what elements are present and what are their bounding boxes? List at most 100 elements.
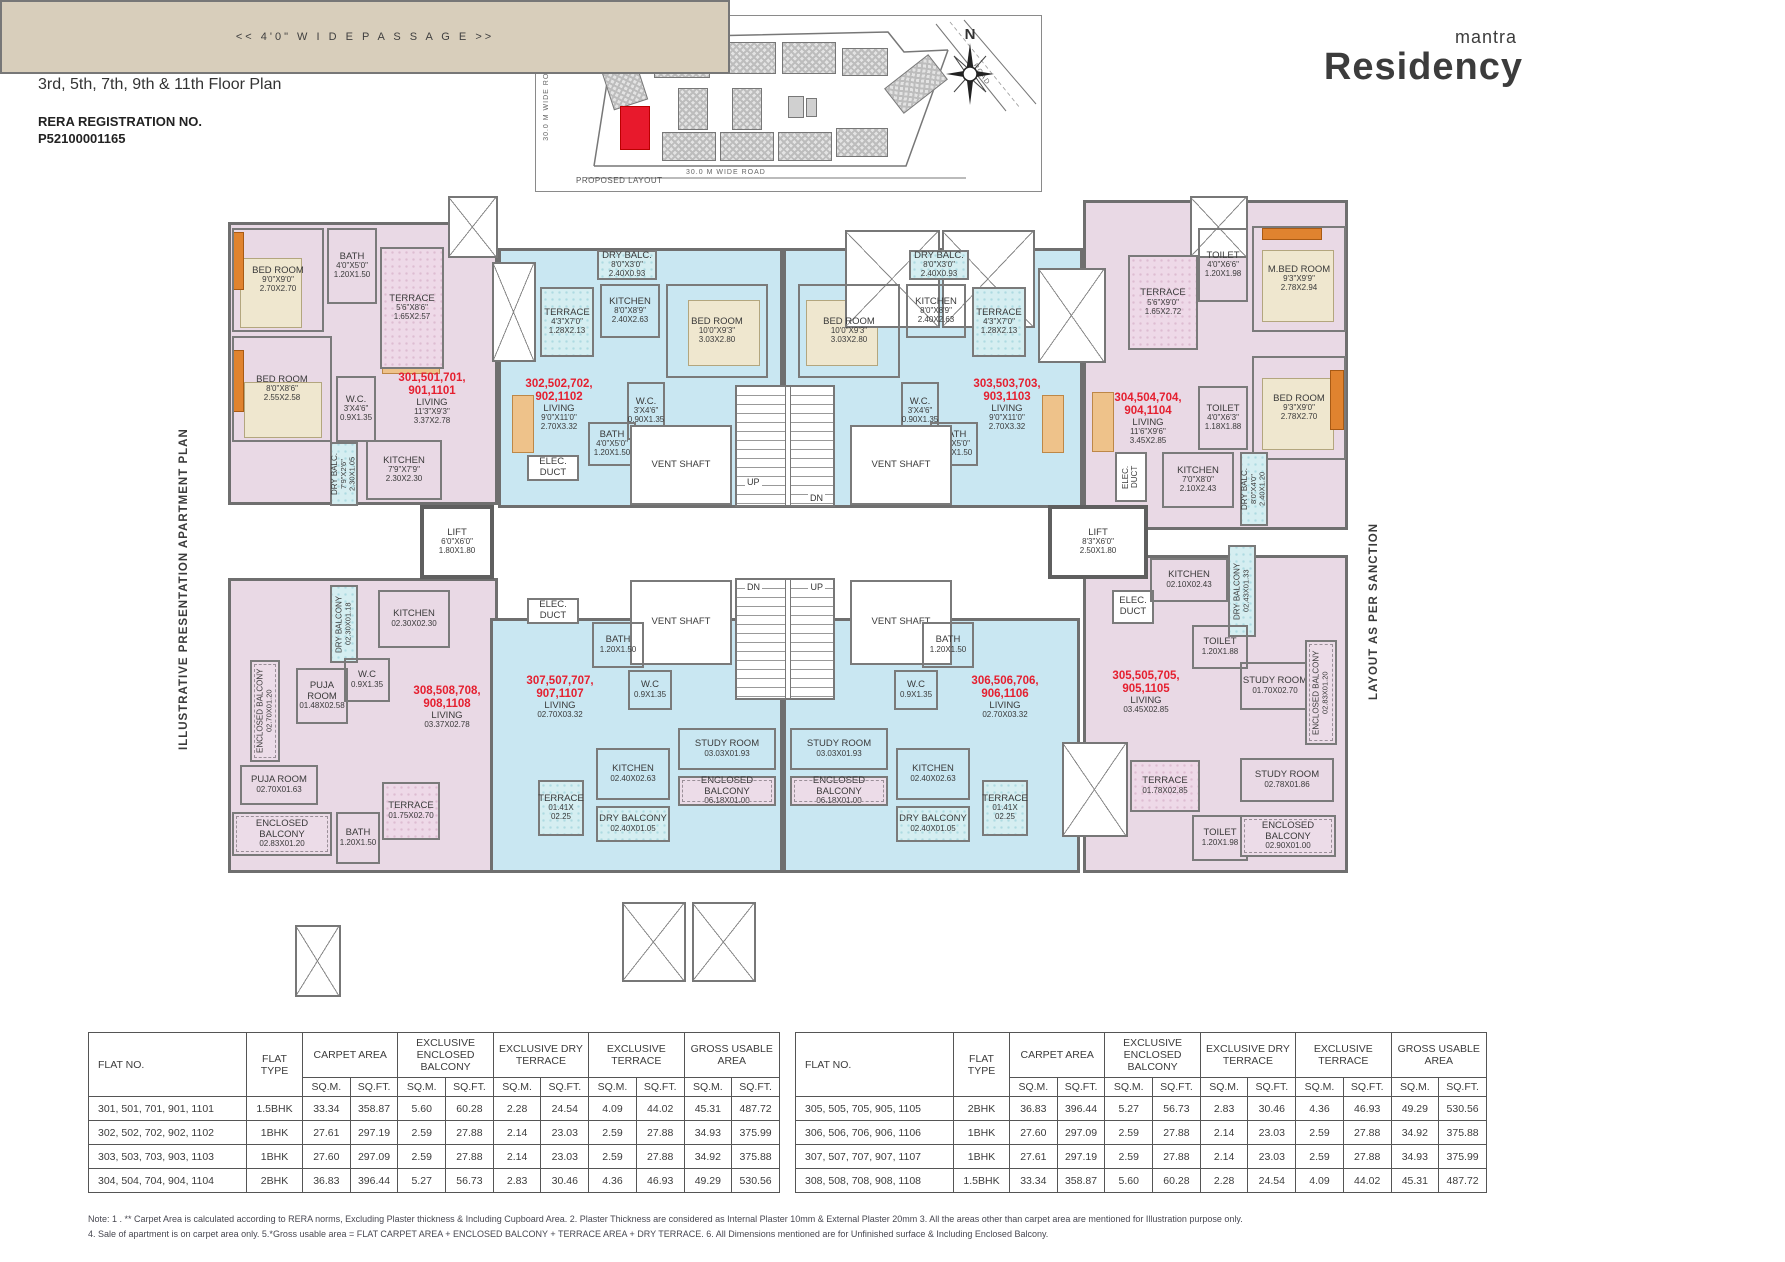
- room-dim-m: 2.70X3.32: [540, 422, 578, 432]
- flat-zone: [490, 618, 783, 873]
- flat-zone: [1083, 555, 1348, 873]
- room-name: W.C: [358, 669, 376, 681]
- room-dim-m: 03.37X02.78: [424, 720, 470, 730]
- room-name: LIVING: [544, 699, 576, 711]
- site-building: [778, 132, 832, 161]
- cell-area-value: 45.31: [1390, 1168, 1440, 1193]
- room-dim-m: 0.9X1.35: [899, 689, 933, 699]
- cell-area-value: 46.93: [635, 1168, 685, 1193]
- room-dim-m: 02.30X02.30: [391, 618, 437, 628]
- room-name: BATH: [345, 827, 371, 839]
- room-dim-m: 3.03X2.80: [830, 335, 868, 345]
- room-dim-ft: 7'9"X2'6": [339, 459, 349, 489]
- room-dim-ft: 3'X4'6": [343, 404, 369, 414]
- room-w-c: W.C.3'X4'6"0.90X1.35: [627, 382, 665, 440]
- room-dim-m: 1.20X1.98: [1204, 269, 1242, 279]
- room-dim-m: 1.20X1.50: [599, 644, 637, 654]
- room-dim-m: 2.40X0.93: [608, 269, 646, 279]
- room-name: ENCLOSED BALCONY: [700, 774, 754, 797]
- cell-area-value: 27.88: [445, 1120, 494, 1145]
- cell-area-value: 5.27: [397, 1168, 447, 1193]
- site-building-highlighted: [620, 106, 650, 150]
- room-dim-m: 01.48X02.58: [299, 701, 345, 711]
- cell-flat-type: 1BHK: [953, 1120, 1010, 1145]
- cell-flat-type: 2BHK: [953, 1096, 1010, 1121]
- cell-area-value: 4.09: [588, 1096, 637, 1121]
- room-name: KITCHEN: [912, 763, 954, 775]
- cell-area-value: 530.56: [1438, 1096, 1487, 1121]
- cell-area-value: 375.99: [1438, 1144, 1487, 1169]
- room-name: LIVING: [543, 402, 575, 414]
- cell-area-value: 297.19: [349, 1120, 399, 1145]
- right-side-label: LAYOUT AS PER SANCTION: [1368, 522, 1380, 700]
- cell-area-value: 49.29: [1390, 1096, 1440, 1121]
- cell-area-value: 396.44: [1056, 1096, 1106, 1121]
- cell-area-value: 2.14: [1199, 1120, 1249, 1145]
- cell-area-value: 56.73: [445, 1168, 494, 1193]
- cell-area-value: 23.03: [540, 1120, 590, 1145]
- compass-star-icon: [946, 43, 994, 105]
- col-group: EXCLUSIVE TERRACE: [1295, 1032, 1392, 1078]
- site-building: [732, 88, 762, 130]
- flat-number: 308,508,708, 908,1108: [413, 684, 481, 710]
- room-dim-m: 02.40X02.63: [910, 773, 956, 783]
- wardrobe-furniture: [1330, 370, 1344, 430]
- cell-area-value: 27.88: [1152, 1120, 1201, 1145]
- cell-flat-type: 1.5BHK: [953, 1168, 1010, 1193]
- room-dim-m: 1.20X1.50: [339, 837, 377, 847]
- room-name: TERRACE: [389, 292, 435, 304]
- room-name: ENCLOSED BALCONY: [255, 668, 265, 754]
- room-vent-shaft: VENT SHAFT: [850, 580, 952, 665]
- page-subtitle: 3rd, 5th, 7th, 9th & 11th Floor Plan: [38, 76, 282, 93]
- col-sqft: SQ.FT.: [1342, 1077, 1392, 1097]
- cell-flat-type: 1BHK: [953, 1144, 1010, 1169]
- cell-flat-no: 302, 502, 702, 902, 1102: [88, 1120, 247, 1145]
- cell-area-value: 44.02: [635, 1096, 685, 1121]
- cell-area-value: 34.92: [683, 1144, 733, 1169]
- room-name: BED ROOM: [252, 264, 304, 276]
- footnote-line-2: 4. Sale of apartment is on carpet area o…: [88, 1229, 1049, 1240]
- cell-area-value: 45.31: [683, 1096, 733, 1121]
- cell-area-value: 30.46: [1247, 1096, 1297, 1121]
- site-building: [884, 54, 948, 114]
- room-dim-m: 2.40X2.63: [917, 315, 955, 325]
- room-name: DRY BALC.: [602, 249, 652, 261]
- room-dim-m: 3.37X2.78: [413, 416, 451, 426]
- site-building: [782, 42, 836, 74]
- cell-area-value: 24.54: [1247, 1168, 1297, 1193]
- room-dim-ft: 10'0"X9'3": [698, 326, 736, 336]
- room-dim-ft: 4'0"X5'0": [336, 261, 368, 271]
- room-name: ELEC. DUCT: [539, 599, 567, 621]
- room-name: BED ROOM: [1273, 392, 1325, 404]
- flat-zone: [228, 222, 498, 505]
- room-name: BED ROOM: [823, 315, 875, 327]
- room-name: TERRACE: [976, 306, 1022, 318]
- room-name: BATH: [599, 428, 625, 440]
- room-name: TOILET: [1206, 402, 1240, 414]
- room-dim-m: 2.40X2.63: [611, 315, 649, 325]
- room-dim-ft: 8'0"X8'6": [266, 384, 298, 394]
- cell-area-value: 2.83: [1199, 1096, 1249, 1121]
- room-dim-m: 02.70X01.63: [256, 784, 302, 794]
- col-sqm: SQ.M.: [1390, 1077, 1440, 1097]
- room-dim-ft: 7'9"X7'9": [388, 465, 420, 475]
- cell-area-value: 23.03: [1247, 1144, 1297, 1169]
- col-sqm: SQ.M.: [1295, 1077, 1344, 1097]
- room-dim-m: 06.18X01.00: [816, 796, 862, 806]
- stair-up-label: UP: [745, 477, 762, 487]
- cell-area-value: 2.59: [588, 1120, 637, 1145]
